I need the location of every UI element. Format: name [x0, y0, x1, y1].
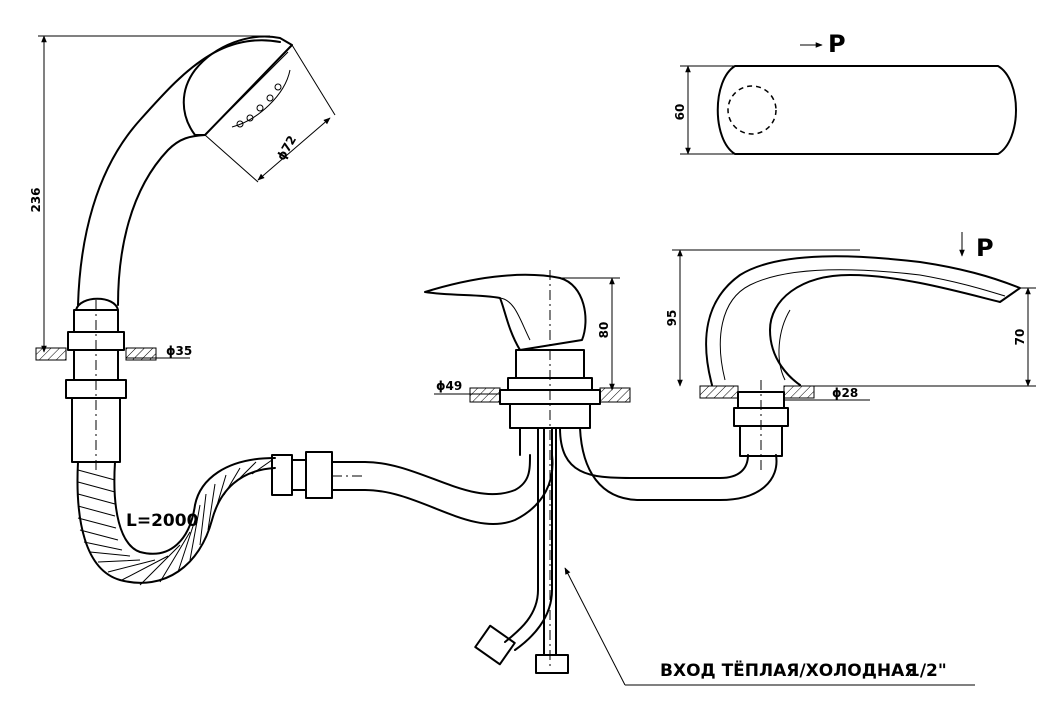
dim-80-text: 80	[597, 322, 611, 339]
hand-shower	[65, 35, 293, 470]
view-marker-top-text: P	[828, 30, 846, 58]
supply-hoses	[474, 427, 569, 674]
inlet-leader	[564, 567, 975, 686]
dim-80: 80	[560, 277, 620, 391]
dim-28-text: ϕ28	[832, 386, 858, 400]
dim-236: 236	[29, 35, 270, 353]
view-marker-top: P	[800, 30, 846, 58]
deck-section-left	[35, 347, 157, 361]
dim-70-text: 70	[1013, 329, 1027, 346]
mixer-body	[424, 270, 778, 670]
inlet-size: 1/2"	[908, 661, 947, 681]
dim-60: 60	[673, 65, 735, 155]
dim-95-text: 95	[665, 310, 679, 327]
dim-35-text: ϕ35	[166, 344, 192, 358]
dim-49: ϕ49	[434, 379, 500, 395]
view-marker-side: P	[959, 232, 994, 262]
shower-hose	[76, 451, 554, 586]
hose-length-label: L=2000	[126, 511, 199, 531]
dim-49-text: ϕ49	[436, 379, 462, 393]
dim-95: 95	[665, 249, 860, 387]
dim-70: 70	[814, 287, 1036, 387]
dim-236-text: 236	[29, 187, 43, 212]
dim-35: ϕ35	[126, 344, 192, 359]
dim-28: ϕ28	[784, 386, 870, 401]
dim-60-text: 60	[673, 104, 687, 121]
spout	[705, 255, 1021, 470]
spout-top-view	[716, 65, 1017, 155]
view-marker-side-text: P	[976, 234, 994, 262]
inlet-note: ВХОД ТЁПЛАЯ/ХОЛОДНАЯ	[660, 659, 917, 681]
